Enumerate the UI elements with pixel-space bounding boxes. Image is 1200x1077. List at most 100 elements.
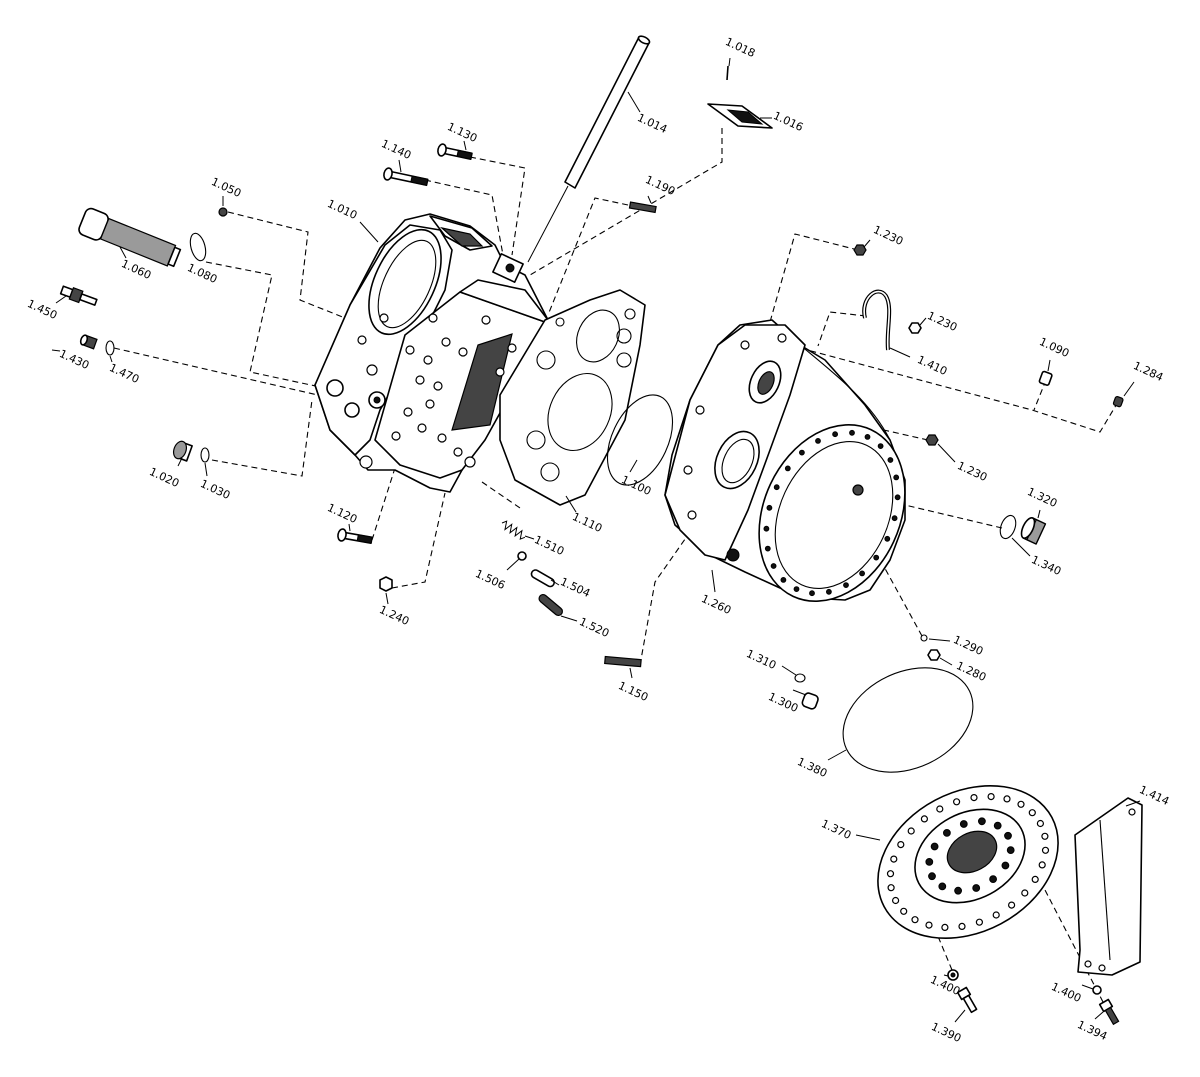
- flange-port: [344, 402, 360, 418]
- part-label-1030: 1.030: [198, 477, 232, 502]
- dashed-line-1130: [469, 156, 526, 256]
- part-label-1280: 1.280: [954, 659, 988, 684]
- part-label-1310: 1.310: [744, 647, 778, 672]
- seal-ring-part-1470: [105, 340, 115, 356]
- leader-1284: [1123, 381, 1135, 397]
- flange-hole: [366, 364, 378, 376]
- disc-inner-bolt-hole: [943, 829, 951, 837]
- part-label-1018: 1.018: [723, 35, 757, 60]
- part-label-1520: 1.520: [577, 615, 611, 640]
- dashed-line-1120: [371, 467, 396, 541]
- rod-part: [527, 35, 651, 263]
- gasket-large-opening: [547, 373, 613, 451]
- leader-lines: [51, 57, 1141, 1023]
- disc-outer-bolt-hole: [920, 815, 929, 823]
- flange-disc-part: [877, 784, 1059, 940]
- disc-inner-bolt-hole: [972, 884, 981, 892]
- dashed-line-1140: [424, 179, 504, 256]
- seal-ring-part-1030: [200, 447, 210, 463]
- dashed-line-1240: [391, 492, 446, 589]
- large-o-ring-part: [842, 667, 974, 773]
- plug-part-1020: [172, 440, 193, 462]
- bracket-hole: [1084, 960, 1092, 968]
- plug-face: [172, 440, 188, 460]
- disc-outer-bolt-hole: [936, 805, 944, 813]
- bracket-hole: [1128, 808, 1136, 816]
- disc-inner-bolt-hole: [993, 821, 1002, 830]
- dashed-line-1230-a: [769, 233, 859, 323]
- part-label-1430: 1.430: [57, 347, 91, 372]
- washer-hole: [950, 972, 956, 978]
- housing-bolt-hole: [773, 484, 780, 491]
- rod-body: [564, 36, 650, 189]
- disc-inner-bolt-hole: [1004, 831, 1012, 840]
- disc-inner-bolt-hole: [938, 882, 947, 891]
- part-label-1370: 1.370: [819, 817, 853, 842]
- disc-outer-bolt-hole: [925, 921, 933, 929]
- valve-body-hole: [453, 447, 463, 457]
- plug-body: [1112, 395, 1124, 408]
- gasket-hole: [540, 462, 560, 482]
- filter-part: [78, 207, 182, 268]
- valve-body-hole: [441, 337, 451, 347]
- leader-1110: [565, 495, 577, 513]
- seal-ring-part-1080: [189, 232, 207, 262]
- plug-part-1300: [801, 692, 819, 710]
- bolt-head: [337, 528, 347, 542]
- nut-part-1230-c: [925, 434, 939, 446]
- disc-outer-bolt-hole: [1031, 875, 1039, 884]
- valve-body-hole: [507, 343, 517, 353]
- dashed-line-1394: [1044, 889, 1104, 1003]
- gasket-hole: [555, 317, 565, 327]
- disc-outer-bolt-hole: [887, 884, 895, 892]
- housing-bolt-hole: [832, 431, 838, 438]
- housing-bolt-hole: [884, 535, 891, 542]
- leader-1504: [550, 579, 560, 586]
- flange-disc-center-hole: [946, 830, 998, 874]
- dashed-line-1150: [639, 531, 691, 666]
- leader-1470: [109, 355, 113, 363]
- dashed-line-1190: [547, 197, 629, 316]
- part-label-1340: 1.340: [1029, 553, 1063, 578]
- valve-body-hole: [391, 431, 401, 441]
- part-label-1290: 1.290: [951, 633, 985, 658]
- leader-1280: [939, 657, 953, 666]
- disc-inner-bolt-hole: [989, 875, 997, 883]
- part-label-1060: 1.060: [119, 257, 153, 282]
- bolt-part-1140: [383, 167, 429, 187]
- housing-bolt-hole: [784, 465, 791, 472]
- gasket-hole: [616, 328, 632, 344]
- valve-body-hole: [417, 423, 427, 433]
- plug-part-1320: [1020, 517, 1047, 545]
- cover-plate-hatch: [726, 109, 764, 125]
- right-housing-opening: [758, 424, 906, 602]
- disc-outer-bolt-hole: [891, 896, 900, 905]
- leader-1520: [560, 615, 578, 622]
- plug-face: [1020, 517, 1036, 539]
- right-housing-boss: [852, 484, 864, 496]
- disc-inner-bolt-hole: [930, 842, 939, 851]
- leader-1010: [359, 221, 379, 243]
- part-label-1150: 1.150: [616, 679, 650, 704]
- left-housing-part: [314, 213, 549, 493]
- leader-1060: [119, 246, 127, 259]
- valve-body-top: [459, 279, 549, 323]
- bolt-head: [437, 143, 447, 157]
- leader-1140: [398, 159, 402, 173]
- housing-bolt-hole: [763, 525, 770, 532]
- plug-face: [79, 334, 89, 346]
- valve-body-hole: [403, 407, 413, 417]
- bolt-thread: [356, 534, 373, 544]
- right-housing-opening-inner: [774, 441, 894, 589]
- leader-1394: [1094, 1011, 1104, 1020]
- disc-outer-bolt-hole: [1017, 800, 1025, 808]
- o-ring-part: [606, 394, 674, 486]
- housing-bolt-hole: [770, 563, 777, 569]
- right-housing-bore-large-inner: [721, 438, 755, 484]
- leader-1300: [792, 689, 807, 696]
- gasket-outline: [499, 289, 646, 506]
- disc-inner-bolt-hole: [1001, 861, 1010, 870]
- part-label-1140: 1.140: [379, 137, 413, 162]
- housing-bolt-hole: [826, 588, 832, 595]
- leader-1150: [629, 667, 633, 679]
